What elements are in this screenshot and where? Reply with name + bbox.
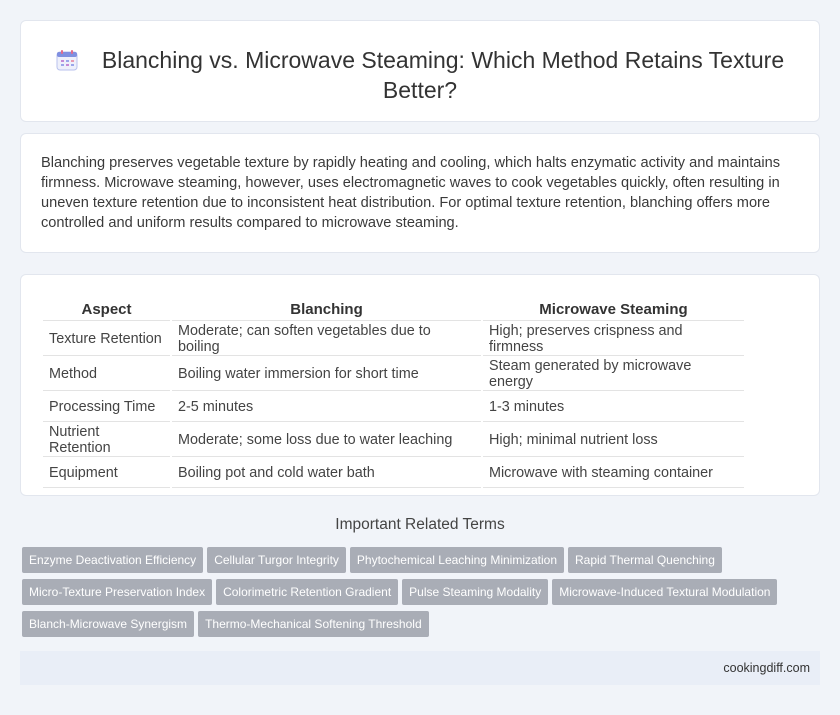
table-cell: Method bbox=[43, 358, 170, 391]
intro-card: Blanching preserves vegetable texture by… bbox=[20, 133, 820, 253]
table-cell: Boiling water immersion for short time bbox=[172, 358, 481, 391]
related-term-tag[interactable]: Rapid Thermal Quenching bbox=[568, 547, 722, 573]
comparison-card: Aspect Blanching Microwave Steaming Text… bbox=[20, 274, 820, 496]
header-microwave-steaming: Microwave Steaming bbox=[483, 297, 744, 321]
related-terms-heading: Important Related Terms bbox=[335, 516, 505, 533]
page-title-row: Blanching vs. Microwave Steaming: Which … bbox=[21, 45, 819, 105]
table-cell: High; preserves crispness and firmness bbox=[483, 323, 744, 356]
table-cell: Nutrient Retention bbox=[43, 424, 170, 457]
table-cell: Boiling pot and cold water bath bbox=[172, 459, 481, 488]
header-card: Blanching vs. Microwave Steaming: Which … bbox=[20, 20, 820, 122]
table-cell: 2-5 minutes bbox=[172, 393, 481, 422]
related-term-tag[interactable]: Blanch-Microwave Synergism bbox=[22, 611, 195, 637]
related-term-tag[interactable]: Cellular Turgor Integrity bbox=[207, 547, 346, 573]
related-term-tag[interactable]: Colorimetric Retention Gradient bbox=[216, 579, 399, 605]
table-row: Nutrient Retention Moderate; some loss d… bbox=[43, 424, 744, 457]
footer: cookingdiff.com bbox=[20, 651, 820, 685]
footer-site-link[interactable]: cookingdiff.com bbox=[723, 661, 810, 675]
table-cell: Steam generated by microwave energy bbox=[483, 358, 744, 391]
table-cell: Microwave with steaming container bbox=[483, 459, 744, 488]
table-cell: Moderate; can soften vegetables due to b… bbox=[172, 323, 481, 356]
related-term-tag[interactable]: Pulse Steaming Modality bbox=[402, 579, 549, 605]
table-row: Equipment Boiling pot and cold water bat… bbox=[43, 459, 744, 488]
related-term-tag[interactable]: Microwave-Induced Textural Modulation bbox=[552, 579, 778, 605]
table-cell: Texture Retention bbox=[43, 323, 170, 356]
table-cell: Processing Time bbox=[43, 393, 170, 422]
table-row: Processing Time 2-5 minutes 1-3 minutes bbox=[43, 393, 744, 422]
related-term-tag[interactable]: Enzyme Deactivation Efficiency bbox=[22, 547, 204, 573]
table-cell: Moderate; some loss due to water leachin… bbox=[172, 424, 481, 457]
intro-paragraph: Blanching preserves vegetable texture by… bbox=[41, 155, 781, 231]
table-cell: 1-3 minutes bbox=[483, 393, 744, 422]
header-blanching: Blanching bbox=[172, 297, 481, 321]
table-cell: Equipment bbox=[43, 459, 170, 488]
header-aspect: Aspect bbox=[43, 297, 170, 321]
related-term-tag[interactable]: Thermo-Mechanical Softening Threshold bbox=[198, 611, 429, 637]
comparison-table: Aspect Blanching Microwave Steaming Text… bbox=[41, 295, 746, 490]
table-row: Texture Retention Moderate; can soften v… bbox=[43, 323, 744, 356]
related-term-tag[interactable]: Micro-Texture Preservation Index bbox=[22, 579, 213, 605]
calendar-icon bbox=[56, 50, 78, 71]
table-cell: High; minimal nutrient loss bbox=[483, 424, 744, 457]
related-term-tag[interactable]: Phytochemical Leaching Minimization bbox=[349, 547, 565, 573]
table-row: Method Boiling water immersion for short… bbox=[43, 358, 744, 391]
table-header-row: Aspect Blanching Microwave Steaming bbox=[43, 297, 744, 321]
page-title: Blanching vs. Microwave Steaming: Which … bbox=[101, 47, 785, 103]
